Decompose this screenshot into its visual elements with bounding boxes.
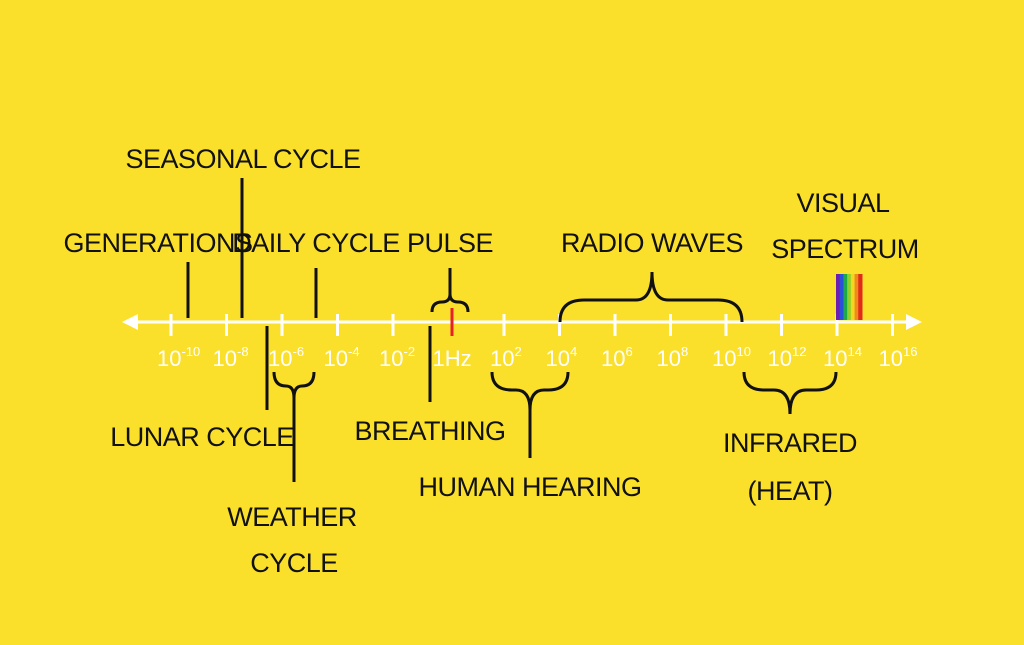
lunar-cycle-label: LUNAR CYCLE <box>110 422 294 452</box>
infrared-label-line2: (HEAT) <box>748 476 833 506</box>
infrared-label-line1: INFRARED <box>723 428 857 458</box>
seasonal-cycle-label: SEASONAL CYCLE <box>125 144 360 174</box>
breathing-label: BREATHING <box>354 416 505 446</box>
spectrum-band <box>858 274 863 320</box>
radio-waves-bracket <box>558 271 744 323</box>
axis-ticks <box>169 314 894 336</box>
axis-tick-labels: 10-10 10-8 10-6 10-4 10-2 1Hz 102 104 106 108 1010… <box>157 344 917 371</box>
axis-arrow-right <box>906 314 922 330</box>
axis-tick-label: 1014 <box>823 344 862 371</box>
axis-tick-label: 104 <box>546 344 578 371</box>
axis-tick-label: 10-4 <box>324 344 360 371</box>
axis-tick-label: 1010 <box>712 344 751 371</box>
visual-spectrum-label-line2: SPECTRUM <box>771 234 919 264</box>
generations-label: GENERATIONS <box>63 228 252 258</box>
spectrum-band <box>850 274 856 320</box>
one-hz-label: 1Hz <box>433 346 472 371</box>
daily-cycle-label: DAILY CYCLE <box>232 228 400 258</box>
spectrum-band <box>847 274 852 320</box>
axis-tick-label: 1012 <box>768 344 807 371</box>
pulse-label: PULSE <box>407 228 493 258</box>
spectrum-band <box>839 274 844 320</box>
radio-waves-label: RADIO WAVES <box>561 228 743 258</box>
spectrum-band <box>854 274 859 320</box>
axis-tick-label: 10-8 <box>213 344 249 371</box>
axis-tick-label: 1016 <box>879 344 918 371</box>
axis-arrow-left <box>122 314 138 330</box>
weather-cycle-label-line2: CYCLE <box>250 548 338 578</box>
infrared-bracket <box>742 371 838 415</box>
human-hearing-label: HUMAN HEARING <box>418 472 641 502</box>
spectrum-band <box>836 274 841 320</box>
spectrum-band <box>843 274 848 320</box>
visual-spectrum-bar <box>836 274 863 320</box>
human-hearing-bracket <box>490 371 570 458</box>
pulse-bracket <box>430 268 470 313</box>
visual-spectrum-label-line1: VISUAL <box>796 188 890 218</box>
axis-tick-label: 10-10 <box>157 344 200 371</box>
weather-cycle-bracket <box>272 371 316 482</box>
axis-tick-label: 108 <box>657 344 689 371</box>
weather-cycle-label-line1: WEATHER <box>227 502 357 532</box>
axis-tick-label: 106 <box>601 344 633 371</box>
axis-tick-label: 102 <box>490 344 522 371</box>
axis-tick-label: 10-6 <box>268 344 304 371</box>
axis-tick-label: 10-2 <box>379 344 415 371</box>
